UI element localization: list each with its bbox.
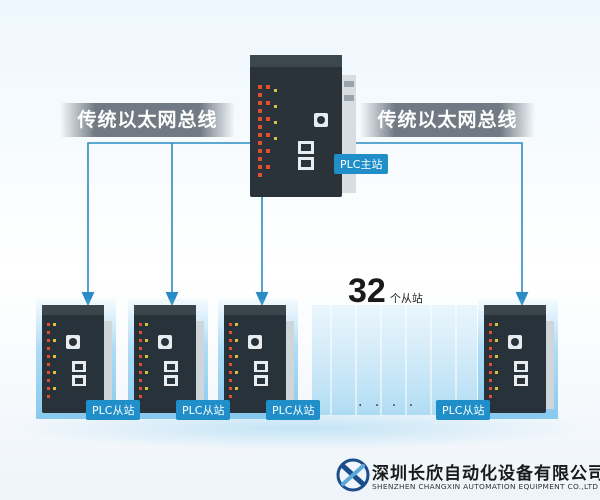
- master-plc: [250, 55, 356, 197]
- slave-count-text: 个从站: [389, 292, 423, 305]
- company-name-cn: 深圳长欣自动化设备有限公司: [372, 464, 600, 484]
- bus-lines: [81, 142, 529, 307]
- master-tag: PLC主站: [334, 154, 389, 174]
- company-logo-icon: [336, 458, 370, 492]
- master-ports: [298, 141, 314, 170]
- slave-tag-4: PLC从站: [436, 400, 491, 420]
- line-to-slave-1: [81, 142, 255, 307]
- slave-count-number: 32: [348, 272, 386, 310]
- more-slaves-ellipsis: · · · ·: [358, 398, 418, 414]
- slave-tag-2: PLC从站: [176, 400, 231, 420]
- ghost-slaves: [312, 305, 477, 415]
- company-name-en: SHENZHEN CHANGXIN AUTOMATION EQUIPMENT C…: [372, 482, 599, 491]
- slave-plc-4: [478, 299, 558, 419]
- master-terminals: [258, 85, 270, 177]
- slaves-layer: [36, 299, 558, 419]
- slave-tag-1: PLC从站: [86, 400, 141, 420]
- bus-label-left: 传统以太网总线: [60, 103, 235, 137]
- slave-plc-1: [36, 299, 116, 419]
- bus-label-right: 传统以太网总线: [360, 103, 535, 137]
- slave-tag-3: PLC从站: [266, 400, 321, 420]
- slave-plc-2: [128, 299, 208, 419]
- line-to-slave-last: [350, 142, 529, 307]
- slave-plc-3: [218, 299, 298, 419]
